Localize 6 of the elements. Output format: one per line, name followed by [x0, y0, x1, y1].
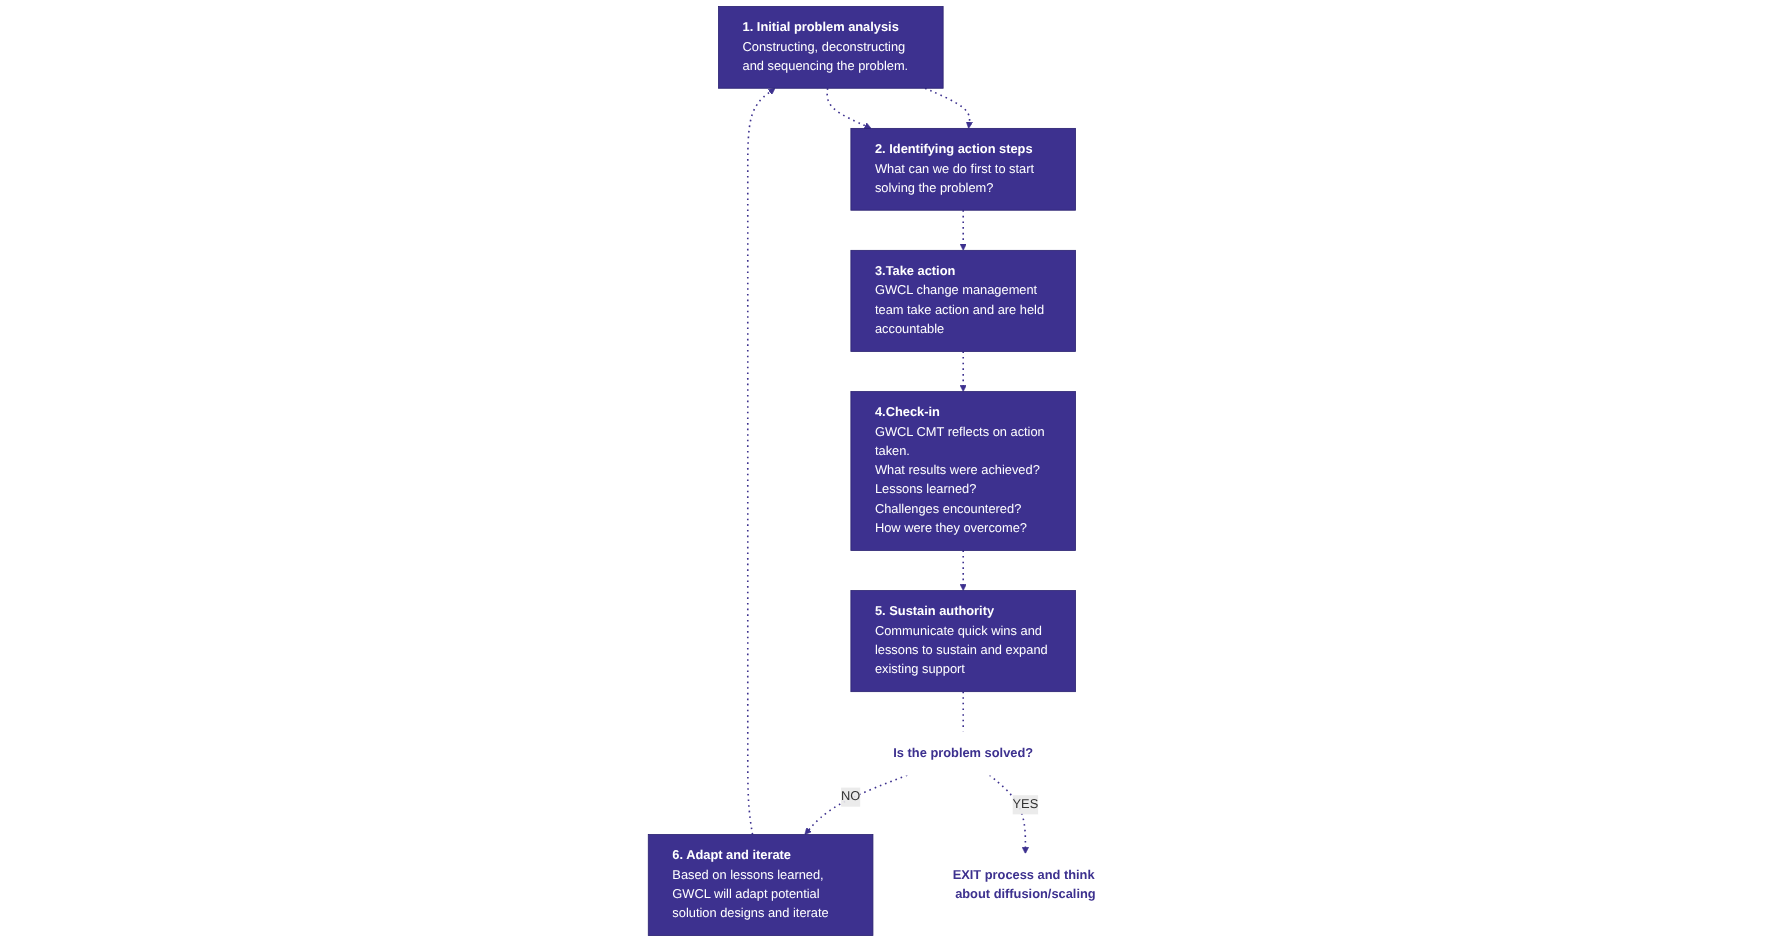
arrow [826, 87, 872, 130]
arrow [988, 774, 1029, 855]
arrow [924, 87, 973, 129]
connector [962, 690, 964, 733]
arrow [959, 209, 967, 251]
arrow [746, 87, 776, 836]
